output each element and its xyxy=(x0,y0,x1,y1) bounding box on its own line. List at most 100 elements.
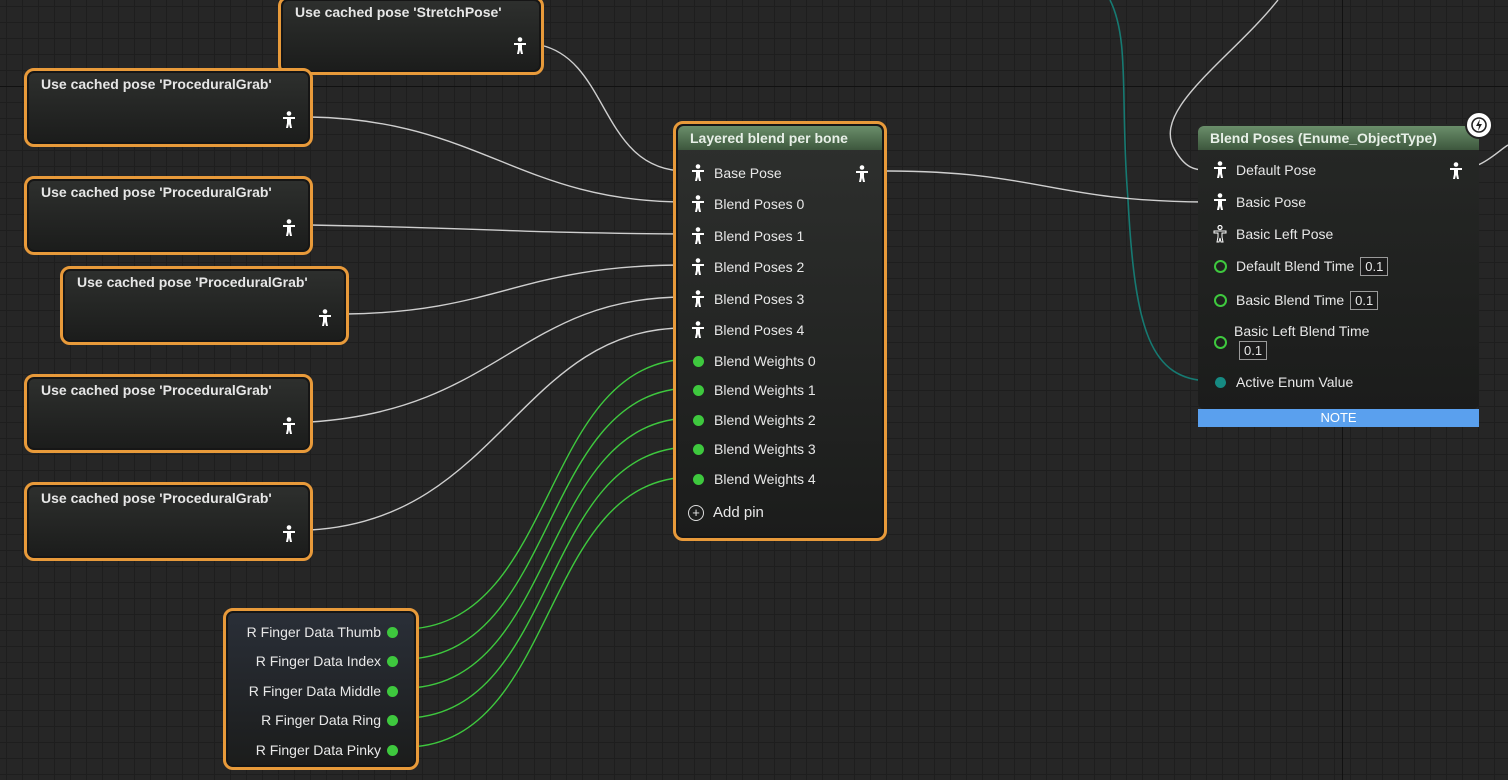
node-title: Use cached pose 'ProceduralGrab' xyxy=(41,382,272,398)
wire-grab3-bp2 xyxy=(345,264,686,315)
pin-basic-left-blend-time[interactable] xyxy=(1210,331,1236,353)
float-pin-icon xyxy=(387,685,398,697)
pin-finger-pinky[interactable]: R Finger Data Pinky xyxy=(256,739,398,761)
float-pin-icon xyxy=(688,384,708,396)
cached-pose-node-grab-4[interactable]: Use cached pose 'ProceduralGrab' xyxy=(24,374,313,453)
pin-label: Blend Weights 1 xyxy=(714,382,816,398)
cached-pose-node-stretch[interactable]: Use cached pose 'StretchPose' xyxy=(278,0,544,75)
add-pin-button[interactable]: + Add pin xyxy=(688,504,764,521)
pin-blend-weights-2[interactable]: Blend Weights 2 xyxy=(688,409,816,431)
cached-pose-node-grab-2[interactable]: Use cached pose 'ProceduralGrab' xyxy=(24,176,313,255)
float-pin-icon xyxy=(1210,335,1230,349)
pin-label: R Finger Data Pinky xyxy=(255,742,381,758)
cached-pose-node-grab-5[interactable]: Use cached pose 'ProceduralGrab' xyxy=(24,482,313,561)
pin-label: R Finger Data Middle xyxy=(248,683,381,699)
wire-stretch-base xyxy=(539,44,686,172)
node-title: Use cached pose 'StretchPose' xyxy=(295,4,502,20)
pin-finger-middle[interactable]: R Finger Data Middle xyxy=(249,680,398,702)
pin-label: Base Pose xyxy=(714,165,782,181)
wire-grab1-bp0 xyxy=(309,116,686,203)
float-pin-icon xyxy=(387,714,398,726)
wire-middle-w2 xyxy=(409,417,693,689)
pose-icon xyxy=(688,258,708,276)
pin-default-pose[interactable]: Default Pose xyxy=(1210,159,1316,181)
node-title: Use cached pose 'ProceduralGrab' xyxy=(41,490,272,506)
pin-label: R Finger Data Thumb xyxy=(246,624,381,640)
pin-base-pose[interactable]: Base Pose xyxy=(688,162,782,184)
pose-icon[interactable] xyxy=(282,525,296,543)
node-title: Blend Poses (Enume_ObjectType) xyxy=(1198,126,1479,150)
float-pin-icon xyxy=(387,744,398,756)
pin-label: Blend Weights 4 xyxy=(714,471,816,487)
pin-label: Blend Poses 0 xyxy=(714,196,805,212)
wire-grab2-bp1 xyxy=(309,224,686,235)
pin-label: Basic Left Pose xyxy=(1236,226,1334,242)
lightning-icon xyxy=(1465,111,1493,139)
float-pin-icon xyxy=(688,355,708,367)
node-title: Use cached pose 'ProceduralGrab' xyxy=(41,76,272,92)
pin-basic-blend-time[interactable]: Basic Blend Time 0.1 xyxy=(1210,289,1379,311)
pin-default-blend-time[interactable]: Default Blend Time 0.1 xyxy=(1210,255,1389,277)
pin-basic-pose[interactable]: Basic Pose xyxy=(1210,191,1306,213)
float-pin-icon xyxy=(1210,293,1230,307)
pin-blend-poses-3[interactable]: Blend Poses 3 xyxy=(688,288,804,310)
blend-poses-enum-node[interactable]: Blend Poses (Enume_ObjectType) Default P… xyxy=(1198,124,1479,409)
wire-offscreen-3 xyxy=(1477,144,1508,166)
pose-icon[interactable] xyxy=(513,37,527,55)
basic-left-blend-time-input[interactable]: 0.1 xyxy=(1239,341,1268,360)
wire-thumb-w0 xyxy=(409,358,693,630)
pin-label: Basic Pose xyxy=(1236,194,1307,210)
pin-blend-weights-0[interactable]: Blend Weights 0 xyxy=(688,350,816,372)
pin-label: Blend Weights 3 xyxy=(714,441,816,457)
finger-data-node[interactable]: R Finger Data Thumb R Finger Data Index … xyxy=(223,608,419,770)
pin-label: R Finger Data Ring xyxy=(261,712,381,728)
pin-blend-poses-0[interactable]: Blend Poses 0 xyxy=(688,193,804,215)
pin-finger-thumb[interactable]: R Finger Data Thumb xyxy=(247,621,398,643)
pin-blend-weights-3[interactable]: Blend Weights 3 xyxy=(688,438,816,460)
float-pin-icon xyxy=(688,414,708,426)
cached-pose-node-grab-3[interactable]: Use cached pose 'ProceduralGrab' xyxy=(60,266,349,345)
default-blend-time-input[interactable]: 0.1 xyxy=(1360,256,1389,276)
float-pin-icon xyxy=(387,655,398,667)
wire-base-default xyxy=(884,170,1206,203)
node-title: Layered blend per bone xyxy=(678,126,882,150)
cached-pose-node-grab-1[interactable]: Use cached pose 'ProceduralGrab' xyxy=(24,68,313,147)
layered-blend-node[interactable]: Layered blend per bone Base Pose Blend P… xyxy=(673,121,887,541)
pose-icon[interactable] xyxy=(282,111,296,129)
pose-icon[interactable] xyxy=(1449,162,1463,185)
node-title: Use cached pose 'ProceduralGrab' xyxy=(77,274,308,290)
pose-icon[interactable] xyxy=(282,219,296,237)
pose-icon xyxy=(688,227,708,245)
pin-label: Basic Left Blend Time xyxy=(1234,323,1370,339)
float-pin-icon xyxy=(688,473,708,485)
pose-icon xyxy=(688,321,708,339)
pin-label: Blend Weights 2 xyxy=(714,412,816,428)
wire-grab5-bp4 xyxy=(309,327,686,531)
float-pin-icon xyxy=(688,443,708,455)
node-title: Use cached pose 'ProceduralGrab' xyxy=(41,184,272,200)
wire-pinky-w4 xyxy=(409,476,693,748)
pin-blend-poses-4[interactable]: Blend Poses 4 xyxy=(688,319,804,341)
pose-icon[interactable] xyxy=(318,309,332,327)
pose-icon xyxy=(1210,193,1230,211)
pose-icon[interactable] xyxy=(855,165,869,188)
pin-blend-weights-1[interactable]: Blend Weights 1 xyxy=(688,379,816,401)
pose-icon xyxy=(688,290,708,308)
pin-basic-left-pose[interactable]: Basic Left Pose xyxy=(1210,223,1333,245)
basic-blend-time-input[interactable]: 0.1 xyxy=(1350,290,1379,310)
wire-grab4-bp3 xyxy=(309,296,686,423)
pin-finger-index[interactable]: R Finger Data Index xyxy=(256,650,398,672)
pin-finger-ring[interactable]: R Finger Data Ring xyxy=(261,709,398,731)
enum-pin-icon xyxy=(1210,376,1230,388)
wire-offscreen-1 xyxy=(1109,0,1211,382)
pin-blend-poses-1[interactable]: Blend Poses 1 xyxy=(688,225,804,247)
pose-icon xyxy=(688,195,708,213)
pin-blend-poses-2[interactable]: Blend Poses 2 xyxy=(688,256,804,278)
pin-label: Blend Poses 1 xyxy=(714,228,805,244)
pin-label: Active Enum Value xyxy=(1236,374,1354,390)
pose-icon[interactable] xyxy=(282,417,296,435)
note-bar[interactable]: NOTE xyxy=(1198,409,1479,427)
pin-active-enum-value[interactable]: Active Enum Value xyxy=(1210,371,1353,393)
float-pin-icon xyxy=(387,626,398,638)
pin-blend-weights-4[interactable]: Blend Weights 4 xyxy=(688,468,816,490)
